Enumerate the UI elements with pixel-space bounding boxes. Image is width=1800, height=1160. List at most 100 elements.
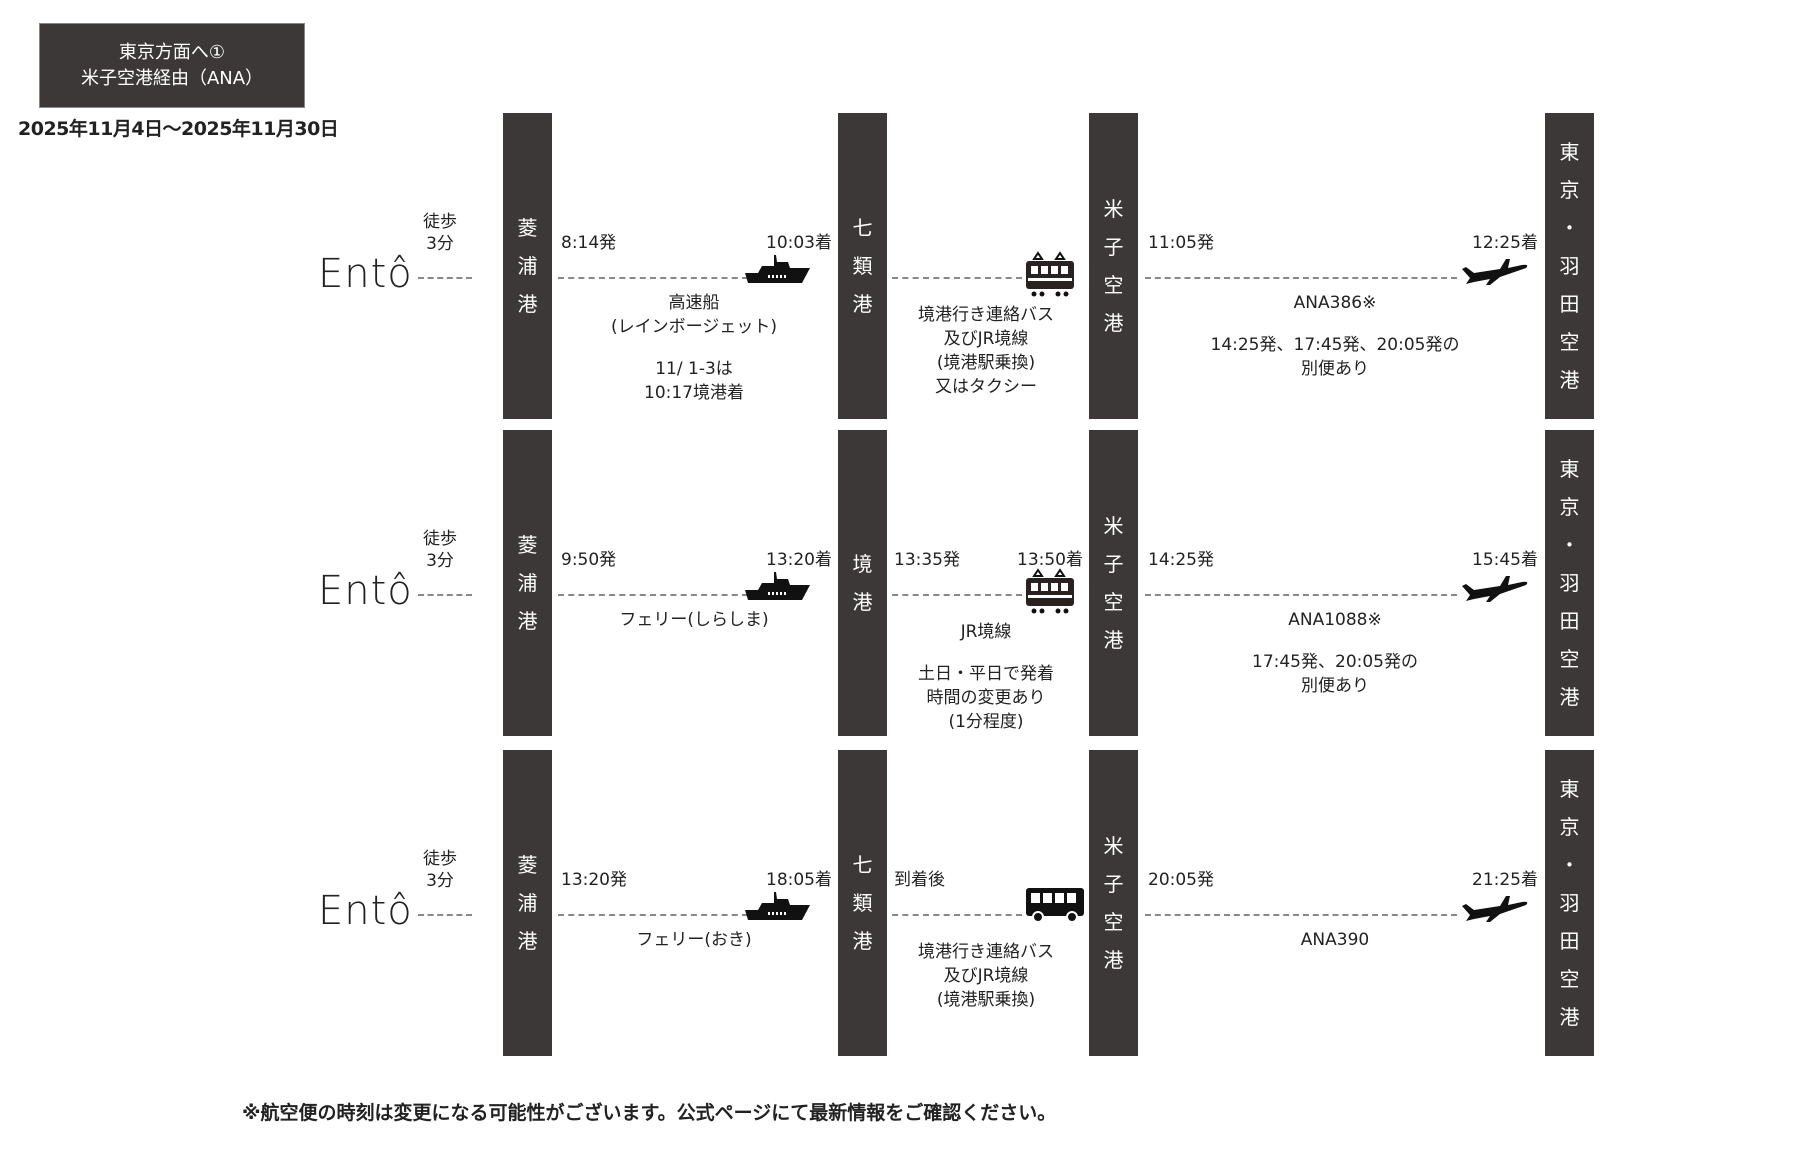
station-char: 菱 [517, 533, 538, 557]
station-char: 空 [1103, 273, 1124, 297]
station-char: 羽 [1559, 254, 1580, 278]
station-char: ・ [1559, 216, 1580, 240]
station-yonago-airport: 米子空港 [1089, 430, 1138, 736]
ento-logo: Entô [318, 568, 413, 614]
walk-connector [418, 914, 472, 916]
note-line: (1分程度) [948, 712, 1024, 732]
seg2-connector [892, 914, 1022, 916]
plane-icon [1460, 574, 1530, 608]
station-char: 田 [1559, 929, 1580, 953]
seg2-notes: 境港行き連絡バス及びJR境線(境港駅乗換) [918, 940, 1054, 1012]
date-range: 2025年11月4日～2025年11月30日 [18, 118, 339, 140]
station-mid-port: 境港 [838, 430, 887, 736]
note-line: 境港行き連絡バス [918, 942, 1054, 962]
walk-label: 徒歩 [423, 849, 457, 869]
seg2-arrival: 13:50着 [1017, 550, 1083, 570]
station-hishiura-port: 菱浦港 [503, 750, 552, 1056]
note-line: 時間の変更あり [926, 688, 1046, 708]
station-char: 浦 [517, 254, 538, 278]
station-char: 七 [852, 216, 873, 240]
ento-logo: Entô [318, 888, 413, 934]
ship-icon [744, 570, 812, 608]
station-char: 羽 [1559, 571, 1580, 595]
station-char: 港 [1103, 628, 1124, 652]
station-char: ・ [1559, 853, 1580, 877]
seg1-connector [558, 914, 748, 916]
station-char: 港 [1103, 311, 1124, 335]
station-char: ・ [1559, 533, 1580, 557]
seg3-departure: 11:05発 [1148, 233, 1214, 253]
note-line: フェリー(おき) [636, 930, 752, 950]
station-char: 京 [1559, 178, 1580, 202]
seg1-departure: 13:20発 [561, 870, 627, 890]
seg3-departure: 14:25発 [1148, 550, 1214, 570]
note-line: 14:25発、17:45発、20:05発の [1210, 335, 1460, 355]
seg1-arrival: 10:03着 [766, 233, 832, 253]
note-line: (レインボージェット) [611, 317, 777, 337]
seg3-notes: ANA390 [1301, 928, 1369, 952]
plane-icon [1460, 894, 1530, 928]
seg1-notes: フェリー(しらしま) [619, 608, 768, 632]
seg3-arrival: 21:25着 [1472, 870, 1538, 890]
footer-note: ※航空便の時刻は変更になる可能性がございます。公式ページにて最新情報をご確認くだ… [242, 1102, 1057, 1124]
seg1-departure: 8:14発 [561, 233, 617, 253]
walk-time: 徒歩 3分 [410, 528, 470, 572]
walk-minutes: 3分 [426, 234, 454, 254]
station-yonago-airport: 米子空港 [1089, 113, 1138, 419]
seg1-connector [558, 594, 748, 596]
note-line: フェリー(しらしま) [619, 610, 769, 630]
station-char: 米 [1103, 514, 1124, 538]
note-line: 又はタクシー [935, 377, 1037, 397]
route-row: Entô 徒歩 3分 菱浦港 七類港 米子空港 東京・羽田空港 13:20発 1… [0, 750, 1800, 1056]
station-char: 東 [1559, 777, 1580, 801]
plane-icon [1460, 257, 1530, 291]
note-line: 土日・平日で発着 [918, 664, 1054, 684]
station-char: 港 [1559, 368, 1580, 392]
seg3-arrival: 15:45着 [1472, 550, 1538, 570]
station-mid-port: 七類港 [838, 750, 887, 1056]
seg1-departure: 9:50発 [561, 550, 617, 570]
note-line: ANA386※ [1293, 293, 1377, 313]
station-char: 田 [1559, 609, 1580, 633]
train-icon [1024, 566, 1076, 620]
station-hishiura-port: 菱浦港 [503, 430, 552, 736]
note-line: JR境線 [960, 622, 1012, 642]
station-char: 羽 [1559, 891, 1580, 915]
seg3-connector [1145, 914, 1457, 916]
station-char: 空 [1559, 967, 1580, 991]
station-char: 港 [1103, 948, 1124, 972]
station-char: 京 [1559, 815, 1580, 839]
station-char: 浦 [517, 571, 538, 595]
station-tokyo-haneda: 東京・羽田空港 [1545, 750, 1594, 1056]
station-char: 東 [1559, 457, 1580, 481]
station-char: 七 [852, 853, 873, 877]
note-line: ANA390 [1300, 930, 1370, 950]
station-char: 子 [1103, 235, 1124, 259]
station-char: 類 [852, 891, 873, 915]
seg2-connector [892, 277, 1022, 279]
station-char: 菱 [517, 216, 538, 240]
station-char: 港 [517, 292, 538, 316]
seg2-notes: JR境線土日・平日で発着時間の変更あり (1分程度) [918, 620, 1054, 734]
walk-minutes: 3分 [426, 871, 454, 891]
station-char: 京 [1559, 495, 1580, 519]
station-char: 港 [852, 590, 873, 614]
note-line: (境港駅乗換) [936, 990, 1036, 1010]
ship-icon [744, 890, 812, 928]
route-title-line2: 米子空港経由（ANA） [80, 68, 264, 89]
note-line [1211, 315, 1460, 333]
station-char: 米 [1103, 197, 1124, 221]
route-title-line1: 東京方面へ① [118, 42, 226, 63]
seg2-connector [892, 594, 1022, 596]
walk-time: 徒歩 3分 [410, 848, 470, 892]
station-char: 菱 [517, 853, 538, 877]
station-char: 浦 [517, 891, 538, 915]
station-hishiura-port: 菱浦港 [503, 113, 552, 419]
note-line: 境港行き連絡バス [918, 305, 1054, 325]
station-char: 田 [1559, 292, 1580, 316]
station-char: 類 [852, 254, 873, 278]
station-char: 子 [1103, 552, 1124, 576]
note-line: 10:17境港着 [644, 383, 744, 403]
station-char: 東 [1559, 140, 1580, 164]
station-char: 港 [517, 929, 538, 953]
